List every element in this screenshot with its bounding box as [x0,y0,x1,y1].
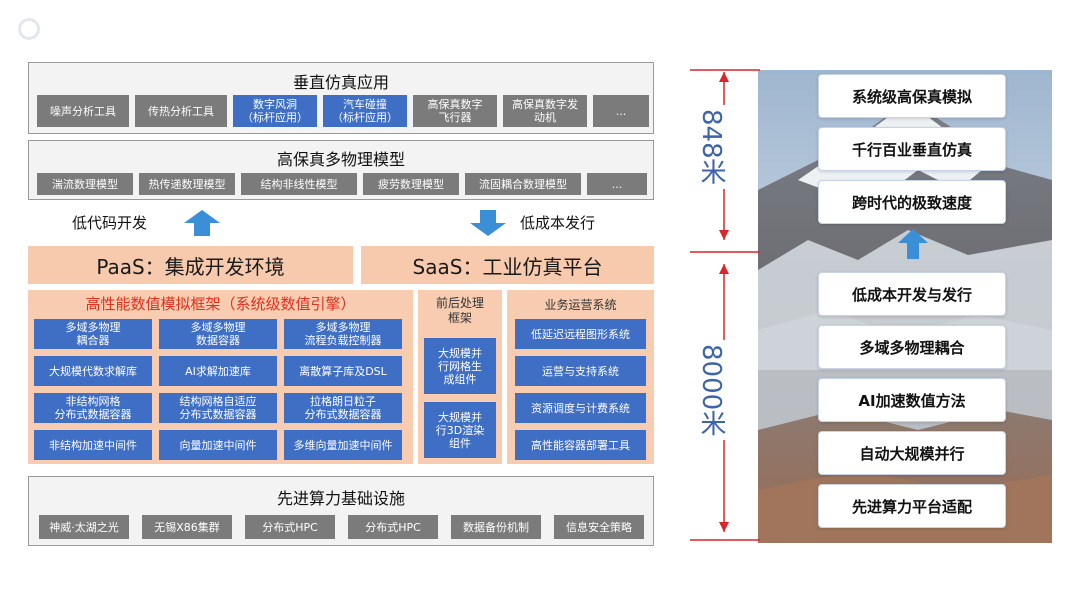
capability-box: 先进算力平台适配 [818,484,1006,528]
hpc-grid-cell: 大规模代数求解库 [34,356,152,386]
hpc-grid-cell: AI求解加速库 [159,356,277,386]
low-code-label: 低代码开发 [72,214,148,232]
operations-panel: 业务运营系统 低延迟远程图形系统运营与支持系统资源调度与计费系统高性能容器部署工… [507,290,654,464]
hpc-grid-cell: 非结构网格 分布式数据容器 [34,393,152,423]
hpc-grid-cell: 多维向量加速中间件 [284,430,402,460]
infrastructure-item: 分布式HPC [348,515,438,539]
infrastructure-item: 分布式HPC [245,515,335,539]
arrow-up-icon [898,229,928,259]
infrastructure-item: 信息安全策略 [554,515,644,539]
hpc-grid-cell: 多域多物理 流程负载控制器 [284,319,402,349]
app-item: ... [593,95,649,127]
infrastructure-title: 先进算力基础设施 [276,489,405,508]
app-item: 传热分析工具 [135,95,227,127]
operations-item: 运营与支持系统 [515,356,646,386]
capability-box: 多域多物理耦合 [818,325,1006,369]
capability-box: 千行百业垂直仿真 [818,127,1006,171]
hpc-grid-cell: 结构网格自适应 分布式数据容器 [159,393,277,423]
hpc-grid-cell: 多域多物理 耦合器 [34,319,152,349]
capability-box: 系统级高保真模拟 [818,74,1006,118]
height-848-label: 848米 [693,105,730,189]
capability-box: 低成本开发与发行 [818,272,1006,316]
prepost-item: 大规模并 行3D渲染 组件 [424,402,496,458]
capability-box: 自动大规模并行 [818,431,1006,475]
operations-item: 高性能容器部署工具 [515,430,646,460]
prepost-panel: 前后处理 框架 大规模并 行网格生 成组件大规模并 行3D渲染 组件 [418,290,502,464]
low-cost-label: 低成本发行 [520,214,596,232]
prepost-item: 大规模并 行网格生 成组件 [424,338,496,394]
physics-model-item: ... [587,173,647,195]
hpc-grid-cell: 拉格朗日粒子 分布式数据容器 [284,393,402,423]
app-item: 汽车碰撞 （标杆应用） [323,95,407,127]
hpc-framework-title: 高性能数值模拟框架（系统级数值引擎） [85,295,356,313]
hpc-framework-panel: 高性能数值模拟框架（系统级数值引擎） 多域多物理 耦合器多域多物理 数据容器多域… [28,290,413,464]
app-item: 高保真数字 飞行器 [413,95,497,127]
ring-logo-icon [18,18,40,40]
physics-model-item: 热传递数理模型 [139,173,235,195]
vertical-apps-title: 垂直仿真应用 [292,73,389,92]
hpc-grid-cell: 离散算子库及DSL [284,356,402,386]
hpc-grid-cell: 非结构加速中间件 [34,430,152,460]
paas-bar: PaaS：集成开发环境 [28,246,353,284]
capability-box: AI加速数值方法 [818,378,1006,422]
arrow-down-icon [470,210,506,236]
operations-title: 业务运营系统 [544,298,617,312]
operations-item: 低延迟远程图形系统 [515,319,646,349]
physics-model-item: 结构非线性模型 [241,173,357,195]
infrastructure-item: 无锡X86集群 [142,515,232,539]
operations-item: 资源调度与计费系统 [515,393,646,423]
infrastructure-item: 神威·太湖之光 [39,515,129,539]
physics-model-item: 湍流数理模型 [37,173,133,195]
physics-models-title: 高保真多物理模型 [276,150,405,169]
physics-model-item: 流固耦合数理模型 [465,173,581,195]
physics-model-item: 疲劳数理模型 [363,173,459,195]
arrow-up-icon [184,210,220,236]
app-item: 高保真数字发 动机 [503,95,587,127]
height-8000-label: 8000米 [693,340,730,441]
saas-bar: SaaS：工业仿真平台 [361,246,654,284]
company-logo [18,14,168,44]
capability-box: 跨时代的极致速度 [818,180,1006,224]
hpc-grid-cell: 向量加速中间件 [159,430,277,460]
infrastructure-item: 数据备份机制 [451,515,541,539]
physics-models-section: 高保真多物理模型 湍流数理模型热传递数理模型结构非线性模型疲劳数理模型流固耦合数… [28,140,654,200]
app-item: 噪声分析工具 [37,95,129,127]
prepost-title: 前后处理 框架 [435,296,484,325]
hpc-grid-cell: 多域多物理 数据容器 [159,319,277,349]
app-item: 数字风洞 （标杆应用） [233,95,317,127]
vertical-apps-section: 垂直仿真应用 噪声分析工具传热分析工具数字风洞 （标杆应用）汽车碰撞 （标杆应用… [28,62,654,134]
